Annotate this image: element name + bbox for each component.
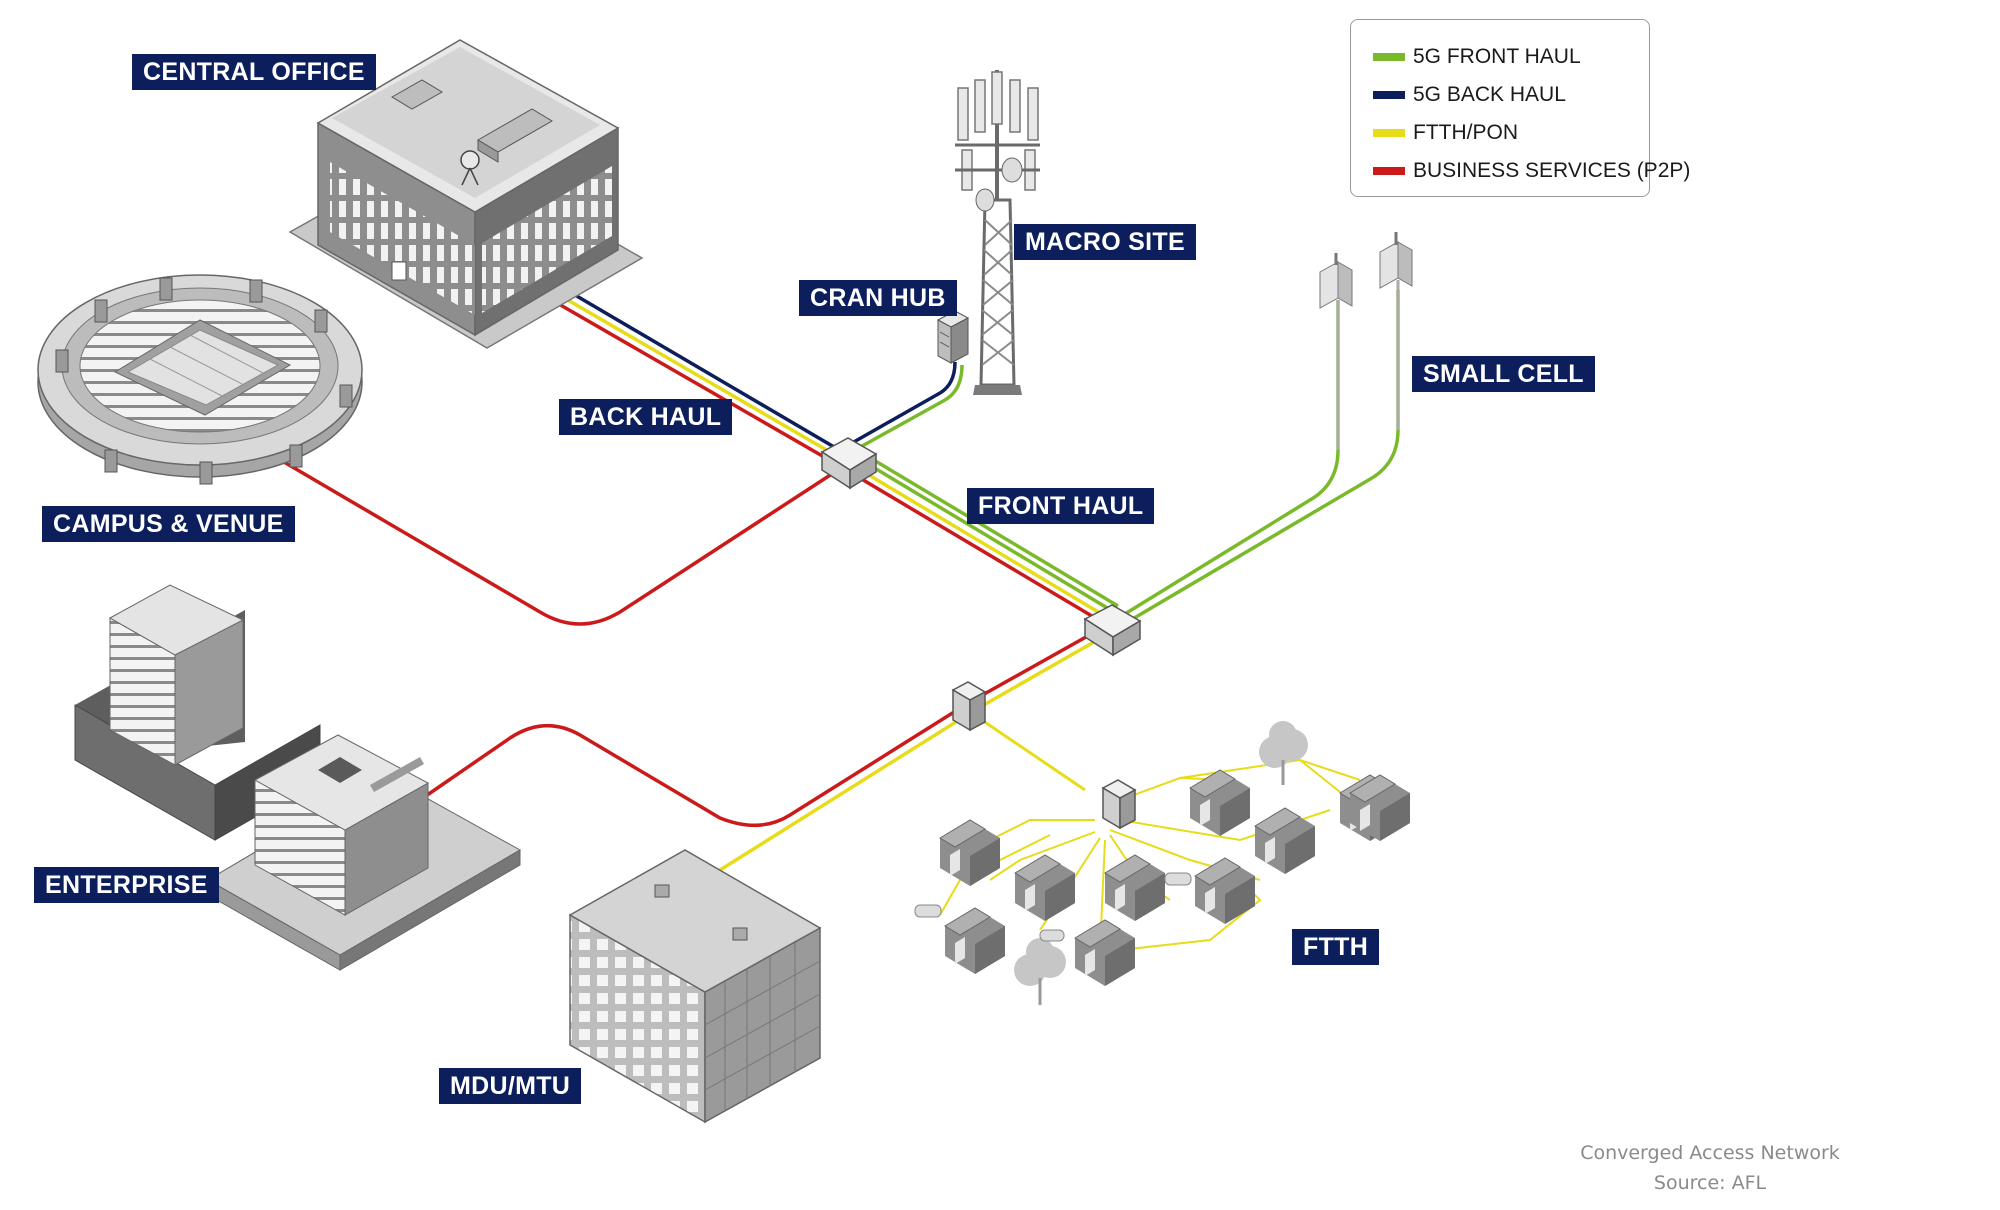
legend-item-business: BUSINESS SERVICES (P2P) [1373, 156, 1690, 186]
label-macro-site: MACRO SITE [1014, 224, 1196, 260]
legend-swatch [1373, 167, 1405, 175]
cable-smallcell-green-1 [1119, 300, 1340, 619]
legend: 5G FRONT HAUL 5G BACK HAUL FTTH/PON BUSI… [1350, 19, 1690, 197]
small-cell-pole-2 [1379, 232, 1413, 430]
house [1014, 854, 1075, 921]
label-central-office: CENTRAL OFFICE [132, 54, 376, 90]
splice-closure-2 [1083, 604, 1142, 657]
label-ftth: FTTH [1292, 929, 1380, 965]
legend-label: BUSINESS SERVICES (P2P) [1413, 159, 1691, 182]
legend-label: 5G FRONT HAUL [1413, 45, 1581, 68]
legend-swatch [1373, 91, 1405, 99]
enterprise-buildings [74, 584, 522, 971]
label-front-haul: FRONT HAUL [967, 488, 1155, 524]
cable-cran-navy [851, 361, 957, 445]
small-cell-pole-1 [1319, 253, 1353, 450]
car-icon [914, 872, 1192, 942]
legend-swatch [1373, 53, 1405, 61]
cable-backhaul-navy [574, 293, 847, 456]
cable-cran-green [854, 364, 964, 452]
house [1189, 769, 1250, 836]
ftth-houses [914, 721, 1410, 1005]
stadium-light-towers [55, 277, 353, 485]
tree-icon [1259, 721, 1308, 785]
legend-label: 5G BACK HAUL [1413, 83, 1566, 106]
rooftop-units [391, 79, 553, 163]
legend-item-back-haul: 5G BACK HAUL [1373, 80, 1566, 110]
stadium-venue [37, 274, 363, 485]
figure-caption: Converged Access Network Source: AFL [1500, 1138, 1920, 1198]
cable-down-red [419, 626, 1103, 828]
caption-title: Converged Access Network [1580, 1142, 1840, 1164]
caption-source: Source: AFL [1653, 1172, 1767, 1194]
cable-down-yellow [719, 632, 1109, 872]
legend-swatch [1373, 129, 1405, 137]
cable-smallcell-green-2 [1123, 290, 1400, 626]
house [944, 907, 1005, 974]
label-back-haul: BACK HAUL [559, 399, 733, 435]
satellite-dish-icon [460, 150, 480, 186]
splice-closure-1 [820, 437, 878, 490]
legend-item-ftth-pon: FTTH/PON [1373, 118, 1518, 148]
house [1074, 919, 1135, 986]
cable-ftth-yellow [969, 710, 1086, 792]
cran-hub-cabinet [936, 310, 970, 364]
house [1194, 857, 1255, 924]
label-campus-venue: CAMPUS & VENUE [42, 506, 295, 542]
house [1349, 774, 1410, 841]
label-small-cell: SMALL CELL [1412, 356, 1595, 392]
fiber-cabinet-2 [1101, 779, 1137, 830]
fiber-cabinet-1 [951, 681, 987, 732]
legend-label: FTTH/PON [1413, 121, 1518, 144]
cable-fronthaul-green-1 [847, 450, 1115, 614]
mdu-mtu-building [568, 849, 822, 1124]
label-cran-hub: CRAN HUB [799, 280, 957, 316]
label-mdu-mtu: MDU/MTU [439, 1068, 582, 1104]
tree-icon [1014, 938, 1066, 1005]
cable-campus-red [271, 453, 839, 626]
label-enterprise: ENTERPRISE [34, 867, 219, 903]
house [1254, 807, 1315, 874]
macro-cell-tower [955, 70, 1040, 395]
house [1104, 854, 1165, 921]
central-office-building [288, 39, 644, 349]
house [939, 819, 1000, 886]
cable-fronthaul-green-2 [851, 445, 1119, 608]
legend-item-front-haul: 5G FRONT HAUL [1373, 42, 1581, 72]
